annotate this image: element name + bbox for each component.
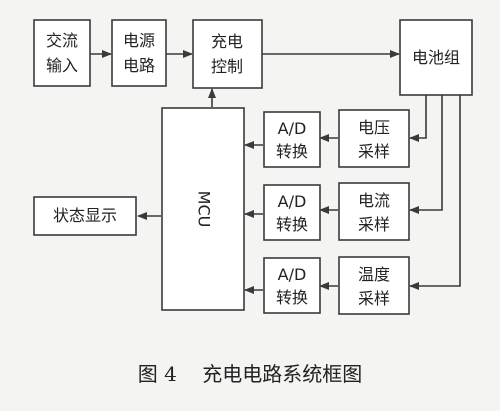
block-temperature-sampling-line2: 采样 [358, 289, 390, 308]
block-mcu: MCU [161, 107, 245, 311]
block-current-sampling-line2: 采样 [358, 215, 390, 234]
block-ad-converter-3-line2: 转换 [276, 288, 308, 307]
block-mcu-label: MCU [195, 191, 214, 228]
block-ad-converter-1-line2: 转换 [276, 142, 308, 161]
block-voltage-sampling-line2: 采样 [358, 142, 390, 161]
connectors [90, 50, 461, 294]
block-status-display: 状态显示 [33, 196, 137, 236]
block-power-circuit-line1: 电源 [123, 31, 155, 50]
block-voltage-sampling: 电压 采样 [338, 109, 410, 168]
block-ad-converter-2: A/D 转换 [263, 184, 321, 241]
block-ac-input-line1: 交流 [46, 31, 78, 50]
block-current-sampling-line1: 电流 [358, 191, 390, 210]
block-voltage-sampling-line1: 电压 [358, 118, 390, 137]
arrow-battery-to-voltage [409, 95, 427, 142]
block-ad-converter-1: A/D 转换 [263, 111, 321, 168]
block-temperature-sampling: 温度 采样 [338, 256, 410, 315]
block-ac-input-line2: 输入 [46, 56, 78, 75]
block-ad-converter-3-line1: A/D [278, 265, 307, 284]
figure-caption: 图 4 充电电路系统框图 [138, 362, 363, 386]
block-temperature-sampling-line1: 温度 [358, 265, 390, 284]
block-power-circuit: 电源 电路 [111, 19, 167, 87]
block-power-circuit-line2: 电路 [123, 56, 155, 75]
arrow-battery-to-current [409, 95, 443, 214]
block-ad-converter-2-line1: A/D [278, 192, 307, 211]
block-battery-pack-label: 电池组 [412, 48, 460, 67]
block-charge-control: 充电 控制 [192, 19, 263, 89]
block-ad-converter-1-line1: A/D [278, 119, 307, 138]
block-ad-converter-3: A/D 转换 [263, 257, 321, 314]
block-battery-pack: 电池组 [399, 19, 473, 96]
block-current-sampling: 电流 采样 [338, 182, 410, 241]
block-status-display-label: 状态显示 [53, 206, 117, 225]
arrow-battery-to-temp [409, 95, 461, 290]
block-ad-converter-2-line2: 转换 [276, 215, 308, 234]
block-ac-input: 交流 输入 [33, 19, 91, 87]
block-charge-control-line2: 控制 [211, 57, 243, 76]
block-charge-control-line1: 充电 [211, 32, 243, 51]
